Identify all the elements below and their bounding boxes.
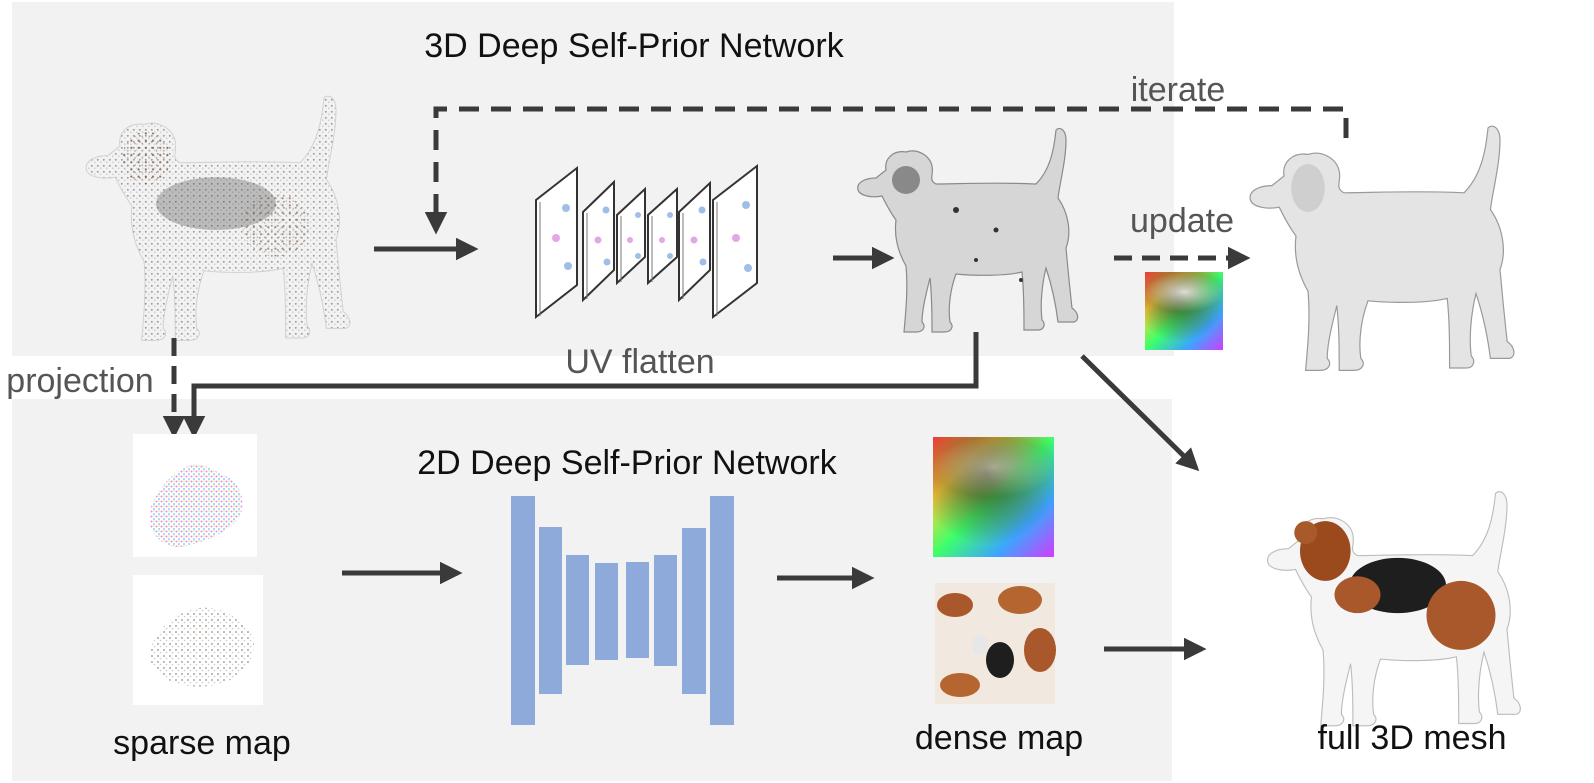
- network-layer-6: [712, 163, 758, 320]
- sparse-map-label: sparse map: [113, 724, 291, 762]
- uv-flatten-network-layers: [535, 163, 758, 320]
- unet-bar-7: [682, 528, 706, 694]
- unet-bar-4: [595, 563, 618, 660]
- dog-textured-mesh-icon: [1266, 491, 1521, 727]
- unet-bar-8: [710, 496, 734, 725]
- network-layer-4: [647, 186, 678, 286]
- arrow-coarse-mesh-to-sparse-map: [182, 332, 979, 439]
- full-3d-mesh-label: full 3D mesh: [1318, 719, 1507, 757]
- uv-color-map-thumbnail: [1145, 272, 1223, 350]
- dog-point-cloud-icon: [85, 95, 351, 342]
- dense-uv-map-color: [933, 437, 1054, 557]
- iterate-label: iterate: [1131, 71, 1226, 109]
- network-layer-2: [582, 179, 615, 303]
- uv-flatten-label: UV flatten: [565, 343, 714, 381]
- network-layer-5: [678, 180, 711, 303]
- top-panel-title: 3D Deep Self-Prior Network: [424, 27, 844, 65]
- dog-coarse-mesh-icon: [857, 127, 1079, 333]
- unet-bar-2: [539, 527, 562, 694]
- network-layer-1: [535, 165, 578, 320]
- bottom-panel-title: 2D Deep Self-Prior Network: [417, 444, 837, 482]
- dog-refined-mesh-icon: [1249, 125, 1515, 372]
- dense-uv-map-texture: [935, 583, 1056, 704]
- unet-2d-network: [511, 496, 734, 725]
- iterate-loop-arrow: [424, 106, 1349, 235]
- dense-map-label: dense map: [915, 719, 1083, 757]
- update-label: update: [1130, 202, 1234, 240]
- arrow-coarse-mesh-to-full-mesh: [1080, 354, 1200, 472]
- sparse-uv-map-color: [133, 434, 257, 557]
- sparse-uv-map-texture: [133, 575, 263, 705]
- unet-bar-3: [566, 555, 589, 665]
- projection-label: projection: [6, 362, 153, 400]
- unet-bar-6: [654, 555, 677, 666]
- unet-bar-5: [626, 562, 649, 658]
- network-layer-3: [616, 186, 646, 286]
- unet-bar-1: [511, 496, 535, 725]
